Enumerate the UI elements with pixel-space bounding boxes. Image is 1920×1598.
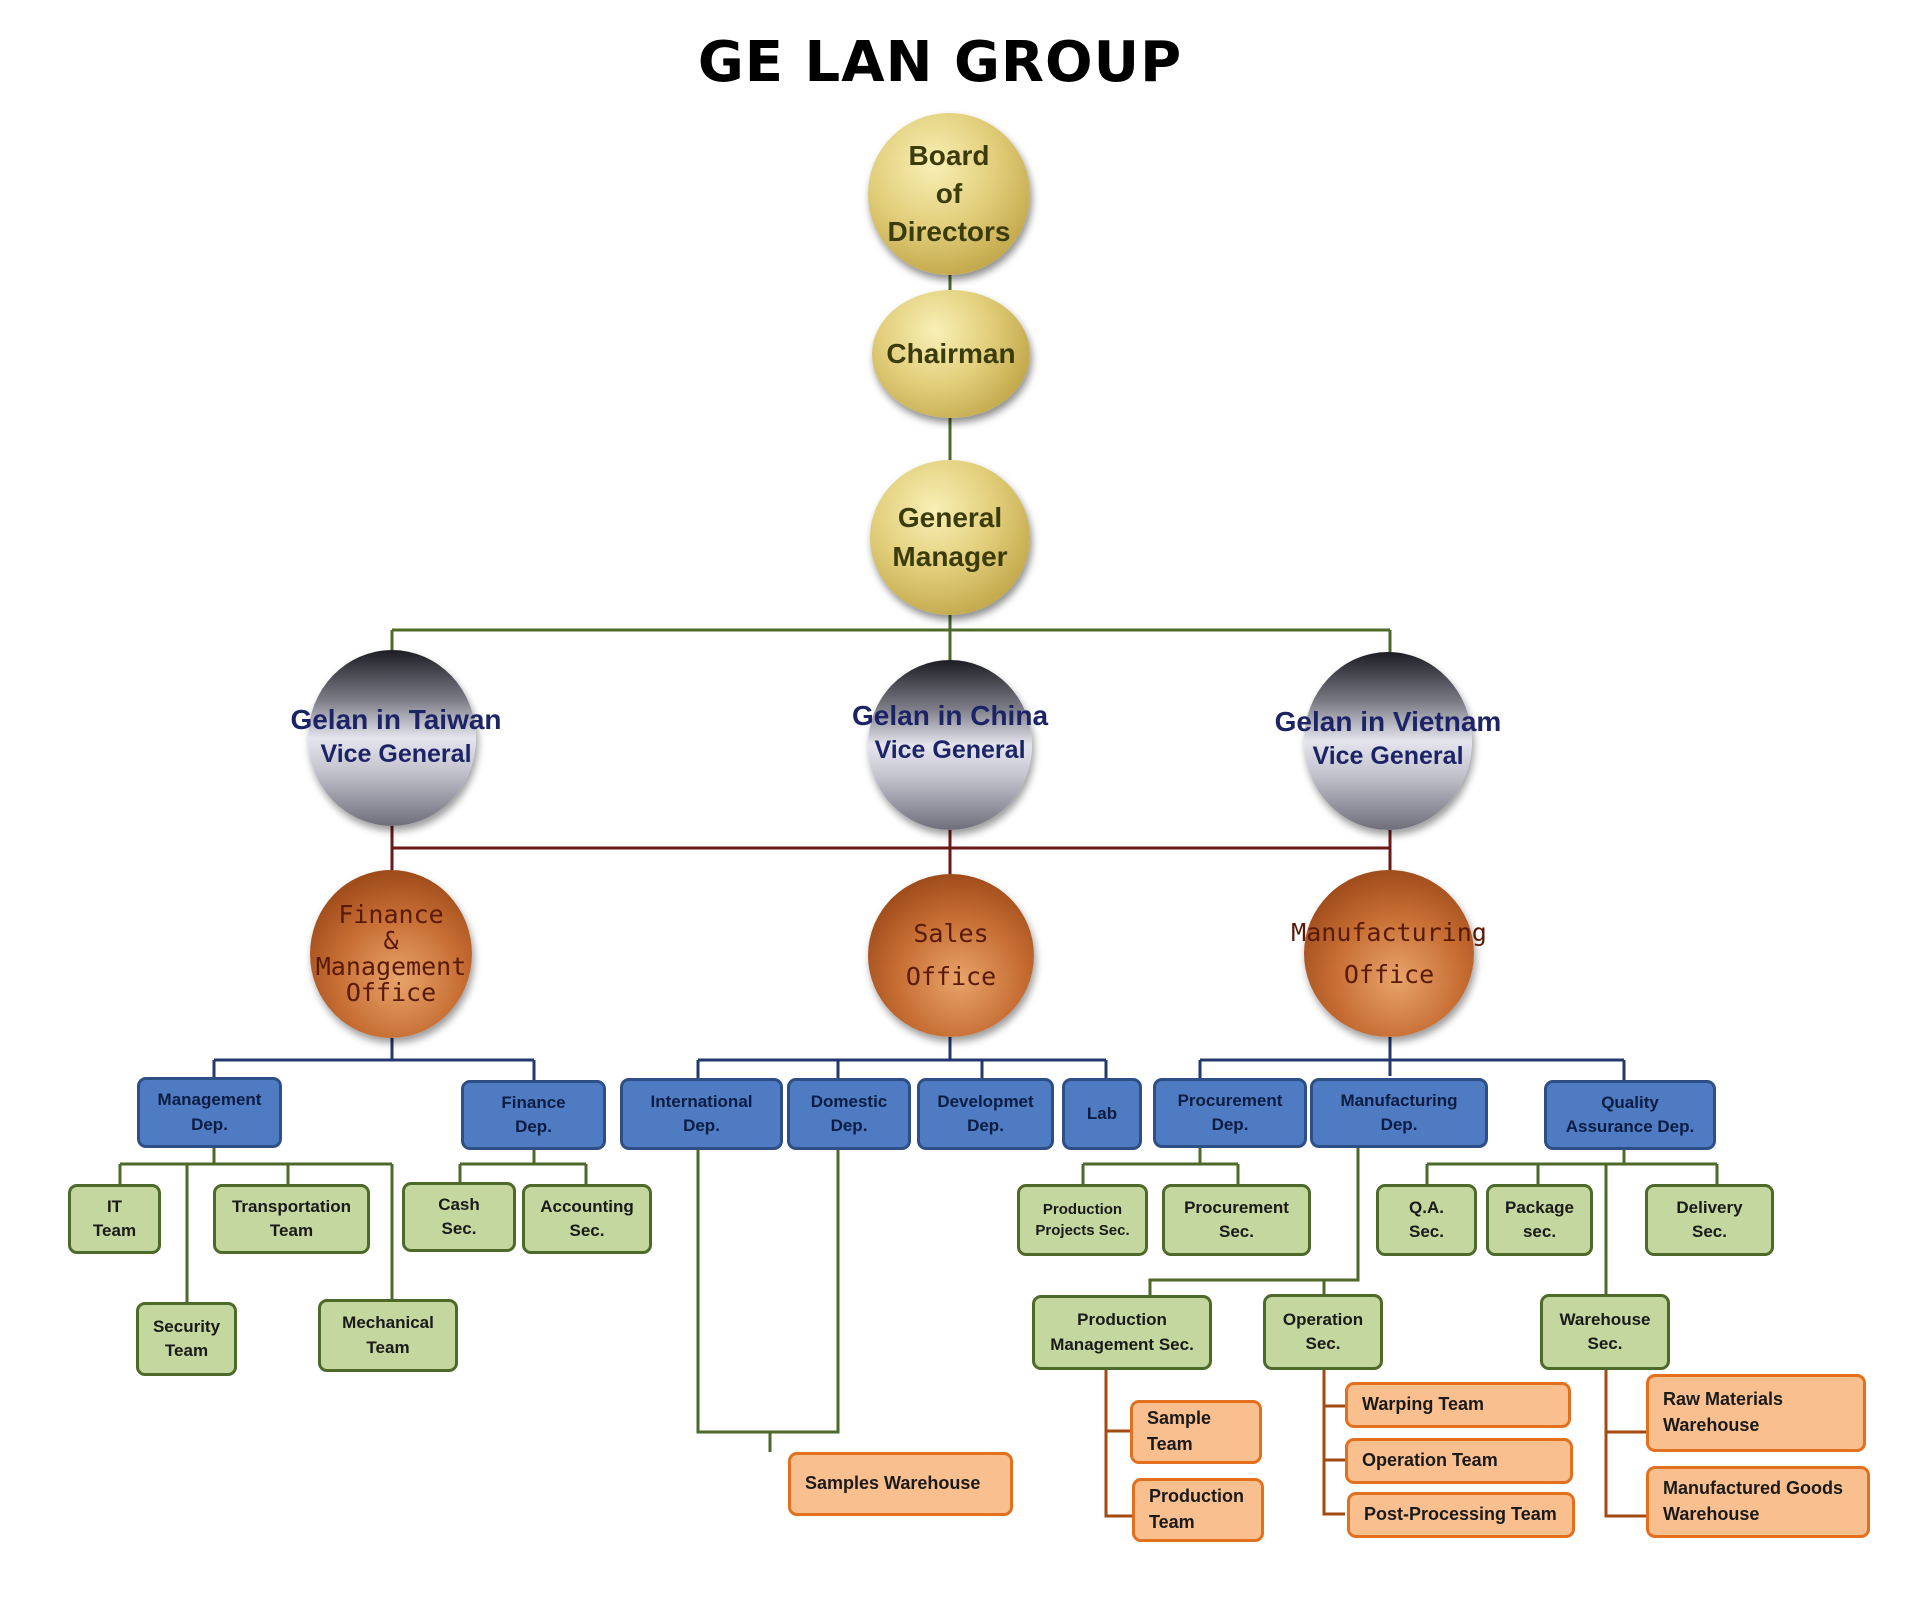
line-gm-bus xyxy=(390,615,1392,660)
line-sales-office-depts xyxy=(696,1037,1108,1078)
procurement-dep-box: Procurement Dep. xyxy=(1153,1078,1307,1148)
line-operation-teams xyxy=(1322,1370,1347,1516)
line-management-teams xyxy=(118,1148,394,1302)
line-prodmgmt-teams xyxy=(1104,1370,1132,1518)
mechanical-team-box: Mechanical Team xyxy=(318,1299,458,1372)
dept-section-lines xyxy=(118,1148,1719,1452)
vp-taiwan-circle xyxy=(308,650,476,826)
samples-warehouse-box: Samples Warehouse xyxy=(788,1452,1013,1516)
section-team-lines xyxy=(1104,1370,1646,1518)
vp-office-lines xyxy=(390,826,1392,874)
office-dept-lines xyxy=(212,1037,1626,1080)
procurement-sec-box: Procurement Sec. xyxy=(1162,1184,1311,1256)
transportation-team-box: Transportation Team xyxy=(213,1184,370,1254)
lab-box: Lab xyxy=(1062,1078,1142,1150)
operation-sec-box: Operation Sec. xyxy=(1263,1294,1383,1370)
vp-china-role: Vice General xyxy=(874,736,1026,765)
sample-team-box: Sample Team xyxy=(1130,1400,1262,1464)
vp-taiwan-role: Vice General xyxy=(320,740,472,769)
operation-team-box: Operation Team xyxy=(1345,1438,1573,1484)
chart-title: GE LAN GROUP xyxy=(697,30,1183,95)
vp-vietnam-name: Gelan in Vietnam xyxy=(1274,706,1502,737)
manufacturing-office-node: Manufacturing Office xyxy=(1291,870,1487,1037)
delivery-sec-box: Delivery Sec. xyxy=(1645,1184,1774,1256)
finance-dep-box: Finance Dep. xyxy=(461,1080,606,1150)
line-warehouse-teams xyxy=(1604,1370,1646,1518)
vp-china-circle xyxy=(868,660,1032,830)
line-manufacturing-secs xyxy=(1148,1148,1360,1295)
vp-vietnam-circle xyxy=(1304,652,1472,830)
general-manager-node: General Manager xyxy=(870,460,1030,615)
manufacturing-dep-box: Manufacturing Dep. xyxy=(1310,1078,1488,1148)
cash-sec-box: Cash Sec. xyxy=(402,1182,516,1252)
manufactured-goods-warehouse-box: Manufactured Goods Warehouse xyxy=(1646,1466,1870,1538)
quality-assurance-dep-box: Quality Assurance Dep. xyxy=(1544,1080,1716,1150)
package-sec-box: Package sec. xyxy=(1486,1184,1593,1256)
it-team-box: IT Team xyxy=(68,1184,161,1254)
sales-office-node: Sales Office xyxy=(868,874,1034,1037)
vp-vietnam-role: Vice General xyxy=(1312,742,1464,771)
raw-materials-warehouse-box: Raw Materials Warehouse xyxy=(1646,1374,1866,1452)
line-finance-office-depts xyxy=(212,1038,536,1080)
vp-vietnam-label: Gelan in Vietnam Vice General xyxy=(1256,704,1520,773)
accounting-sec-box: Accounting Sec. xyxy=(522,1184,652,1254)
line-mfg-office-depts xyxy=(1198,1037,1626,1080)
post-processing-team-box: Post-Processing Team xyxy=(1347,1492,1575,1538)
production-projects-sec-box: Production Projects Sec. xyxy=(1017,1184,1148,1256)
management-dep-box: Management Dep. xyxy=(137,1077,282,1148)
vp-taiwan-name: Gelan in Taiwan xyxy=(290,704,502,735)
line-finance-secs xyxy=(458,1150,588,1184)
warping-team-box: Warping Team xyxy=(1345,1382,1571,1428)
line-quality-secs xyxy=(1425,1150,1719,1294)
security-team-box: Security Team xyxy=(136,1302,237,1376)
domestic-dep-box: Domestic Dep. xyxy=(787,1078,911,1150)
finance-management-office-node: Finance & Management Office xyxy=(310,870,472,1038)
vp-taiwan-label: Gelan in Taiwan Vice General xyxy=(278,702,514,771)
warehouse-sec-box: Warehouse Sec. xyxy=(1540,1294,1670,1370)
vp-china-name: Gelan in China xyxy=(851,700,1049,731)
development-dep-box: Developmet Dep. xyxy=(917,1078,1054,1150)
production-team-box: Production Team xyxy=(1132,1478,1264,1542)
line-procurement-secs xyxy=(1081,1148,1240,1184)
trunk-lines xyxy=(390,275,1392,660)
board-of-directors-node: Board of Directors xyxy=(868,113,1030,275)
production-management-sec-box: Production Management Sec. xyxy=(1032,1295,1212,1370)
vp-china-label: Gelan in China Vice General xyxy=(830,698,1070,767)
line-sales-warehouse xyxy=(696,1150,840,1452)
chairman-node: Chairman xyxy=(872,290,1030,418)
international-dep-box: International Dep. xyxy=(620,1078,783,1150)
qa-sec-box: Q.A. Sec. xyxy=(1376,1184,1477,1256)
